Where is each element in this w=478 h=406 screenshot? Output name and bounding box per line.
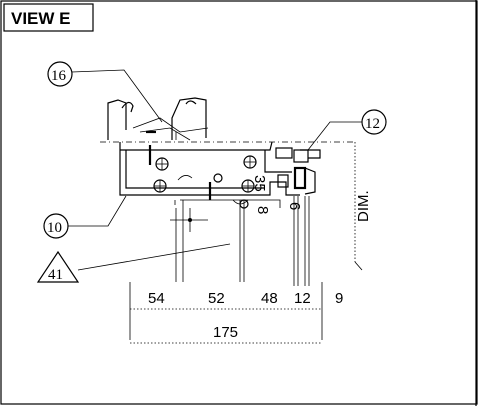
dimension-extension-lines [129, 282, 323, 344]
view-title: VIEW E [11, 9, 71, 28]
dim-label: DIM. [355, 190, 372, 222]
svg-text:10: 10 [47, 220, 62, 236]
label-8: 8 [254, 206, 271, 214]
title-box: VIEW E [3, 3, 94, 32]
label-35: 35 [251, 175, 268, 192]
callout-41: 41 [36, 243, 231, 283]
dim-total: 175 [213, 324, 238, 341]
svg-text:12: 12 [365, 116, 380, 132]
dim-52: 52 [208, 290, 225, 307]
top-clip [107, 97, 209, 141]
glazing-seal [275, 147, 321, 195]
callout-16: 16 [47, 61, 163, 123]
callout-12: 12 [307, 109, 387, 151]
dim-tick [354, 261, 363, 271]
svg-text:16: 16 [51, 68, 67, 84]
dim-9: 9 [335, 290, 343, 307]
dim-12: 12 [294, 290, 311, 307]
label-6: 6 [286, 202, 303, 210]
dim-54: 54 [148, 290, 165, 307]
center-mark [170, 208, 208, 232]
callout-10: 10 [43, 195, 127, 239]
svg-text:41: 41 [48, 267, 63, 283]
main-frame-profile [119, 141, 300, 208]
dim-48: 48 [261, 290, 278, 307]
